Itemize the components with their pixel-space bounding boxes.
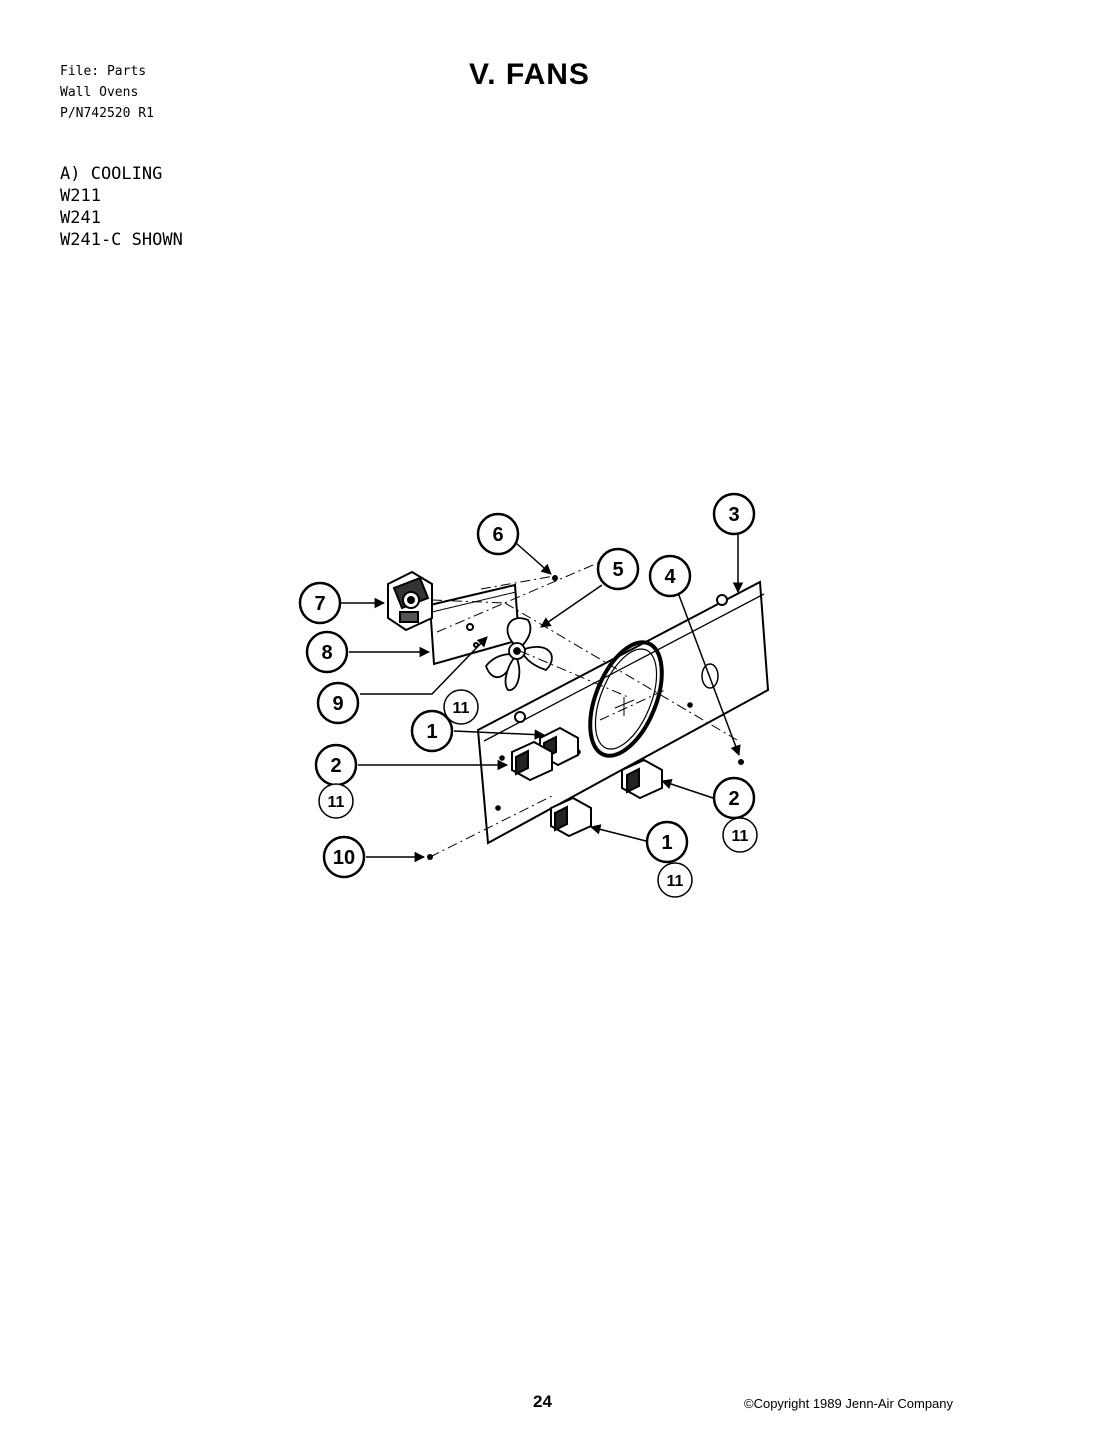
section-line: W241 — [60, 208, 101, 228]
callout-8: 8 — [321, 642, 332, 664]
section-line: A) COOLING — [60, 164, 163, 184]
callout-2: 2 — [330, 755, 341, 777]
file-line: Wall Ovens — [60, 85, 139, 100]
file-line: File: Parts — [60, 64, 147, 79]
section-line: W211 — [60, 186, 101, 206]
section-heading: A) COOLING W211 W241 W241-C SHOWN — [60, 163, 183, 251]
leader-lines — [341, 531, 744, 863]
callout-1: 1 — [661, 832, 672, 854]
section-line: W241-C SHOWN — [60, 230, 183, 250]
copyright-notice: ©Copyright 1989 Jenn-Air Company — [744, 1396, 954, 1411]
fan-motor — [387, 570, 433, 632]
callout-11: 11 — [328, 794, 345, 811]
callout-5: 5 — [612, 559, 623, 581]
fan-blade — [484, 617, 553, 691]
callout-7: 7 — [314, 593, 325, 615]
file-line: P/N742520 R1 — [60, 106, 154, 121]
callout-circles — [298, 492, 756, 879]
page-title: V. FANS — [469, 58, 590, 91]
callout-2: 2 — [728, 788, 739, 810]
page-number: 24 — [533, 1392, 552, 1411]
callout-circles-thin — [318, 689, 758, 898]
motor-bracket — [428, 583, 521, 666]
screws — [427, 575, 744, 860]
file-info: File: Parts Wall Ovens P/N742520 R1 — [60, 61, 154, 124]
callout-11: 11 — [732, 828, 749, 845]
callout-6: 6 — [492, 524, 503, 546]
callout-3: 3 — [728, 504, 739, 526]
callout-11: 11 — [667, 873, 684, 890]
callout-9: 9 — [332, 693, 343, 715]
callout-11: 11 — [453, 700, 470, 717]
callout-10: 10 — [333, 847, 355, 869]
callout-4: 4 — [664, 566, 676, 588]
callout-1: 1 — [426, 721, 437, 743]
back-panel — [476, 580, 770, 845]
